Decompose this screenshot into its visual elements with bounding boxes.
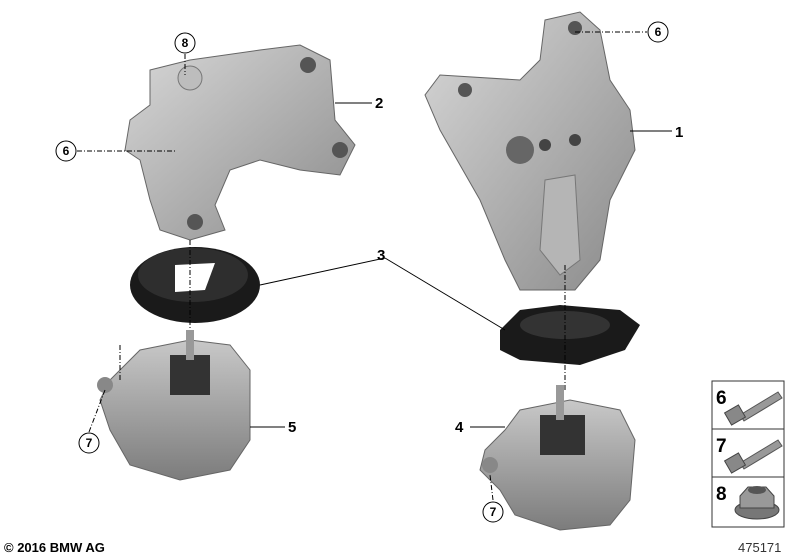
part-5-engine-mount-left[interactable]	[97, 330, 251, 481]
svg-text:7: 7	[86, 436, 93, 450]
legend-item-7[interactable]: 7	[716, 436, 783, 474]
nut-icon	[734, 486, 780, 520]
svg-text:8: 8	[716, 484, 727, 505]
svg-text:6: 6	[655, 25, 662, 39]
svg-text:6: 6	[716, 388, 727, 409]
callout-7-right[interactable]: 7	[482, 501, 504, 523]
callout-4[interactable]: 4	[455, 419, 464, 436]
svg-text:7: 7	[490, 505, 497, 519]
leader-lines	[77, 31, 672, 501]
callout-2[interactable]: 2	[375, 95, 383, 112]
callout-8-top[interactable]: 8	[174, 32, 196, 54]
svg-text:6: 6	[63, 144, 70, 158]
svg-text:7: 7	[716, 436, 727, 457]
callout-1[interactable]: 1	[675, 124, 683, 141]
svg-text:8: 8	[182, 36, 189, 50]
part-2-bracket[interactable]	[124, 44, 356, 241]
part-3-rubber-pad-left[interactable]	[130, 247, 260, 323]
callout-5[interactable]: 5	[288, 419, 296, 436]
diagram-number: 475171	[738, 540, 782, 555]
copyright-text: © 2016 BMW AG	[4, 540, 105, 555]
callout-6-left[interactable]: 6	[55, 140, 77, 162]
part-4-engine-mount-right[interactable]	[479, 385, 636, 531]
legend-item-8[interactable]: 8	[716, 484, 780, 520]
bolt-icon	[723, 439, 783, 474]
part-1-bracket[interactable]	[424, 11, 636, 291]
callout-6-right[interactable]: 6	[647, 21, 669, 43]
hardware-legend: 6 7 8	[711, 380, 785, 528]
legend-item-6[interactable]: 6	[716, 388, 783, 426]
callout-7-left[interactable]: 7	[78, 432, 100, 454]
callout-3[interactable]: 3	[377, 247, 385, 264]
bolt-icon	[723, 391, 783, 426]
part-3-rubber-pad-right[interactable]	[500, 305, 640, 365]
